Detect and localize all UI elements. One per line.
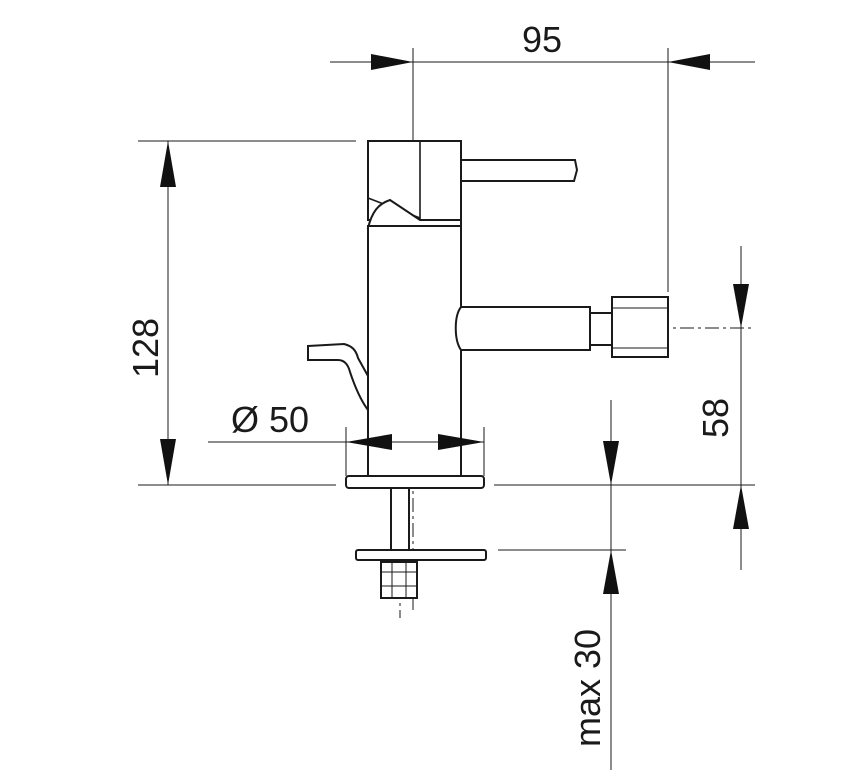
dimension-mounting-thickness: max 30 — [498, 400, 626, 770]
dimension-diameter: Ø 50 — [208, 399, 485, 476]
dimension-width: 95 — [330, 19, 755, 292]
dimension-height-label: 128 — [125, 318, 166, 378]
cap-transition — [366, 198, 462, 229]
dimension-mounting-thickness-label: max 30 — [567, 629, 608, 747]
aerator-nozzle — [611, 296, 669, 358]
dimension-spout-height: 58 — [494, 246, 755, 570]
fixing-washer — [355, 549, 487, 561]
dimension-diameter-label: Ø 50 — [231, 399, 309, 440]
threaded-rod — [390, 487, 410, 553]
faucet-body — [307, 140, 669, 599]
dimension-width-label: 95 — [522, 19, 562, 60]
lever-handle — [460, 159, 579, 182]
aerator-ring — [589, 312, 613, 346]
dimension-spout-height-label: 58 — [695, 398, 736, 438]
dimension-height: 128 — [125, 140, 356, 486]
pop-up-lever — [307, 342, 369, 414]
base-flange — [345, 475, 485, 489]
main-column — [367, 225, 462, 477]
fixing-nut — [380, 561, 418, 599]
spout — [454, 306, 591, 351]
